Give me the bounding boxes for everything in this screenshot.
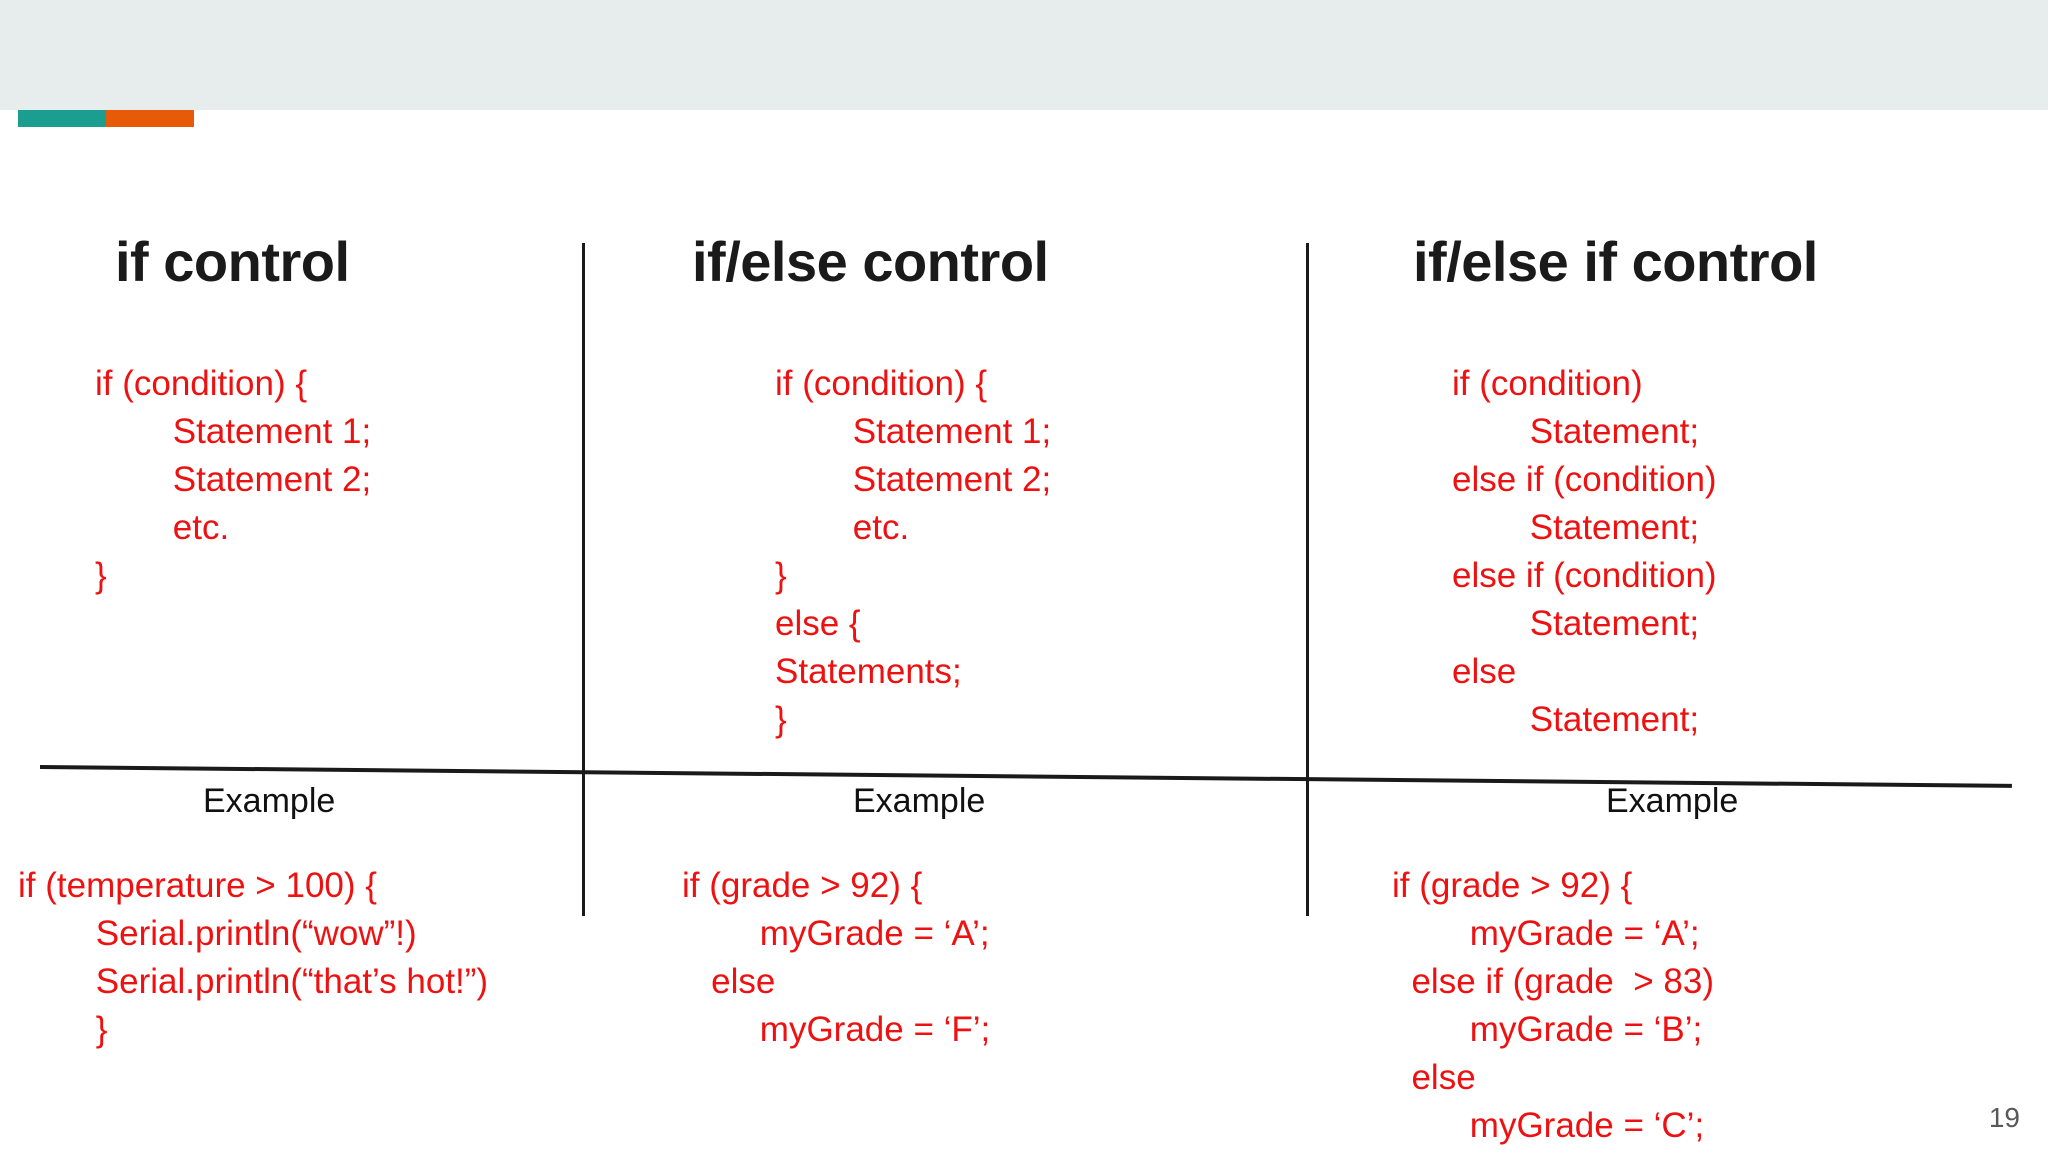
column-heading-if-else-if: if/else if control [1413,230,1818,293]
accent-bar [18,110,194,127]
column-divider-2 [1306,243,1309,916]
example-label-if-else: Example [853,782,986,820]
accent-bar-orange-segment [106,110,194,127]
syntax-block-if-else-if: if (condition) Statement; else if (condi… [1452,364,1717,739]
top-banner [0,0,2048,110]
example-block-if: if (temperature > 100) { Serial.println(… [18,866,489,1049]
example-block-if-else: if (grade > 92) { myGrade = ‘A’; else my… [682,866,991,1049]
example-block-if-else-if: if (grade > 92) { myGrade = ‘A’; else if… [1392,866,1714,1145]
syntax-block-if: if (condition) { Statement 1; Statement … [95,364,372,595]
column-heading-if-else: if/else control [692,230,1049,293]
column-heading-if: if control [115,230,350,293]
page-number: 19 [1988,1102,2020,1133]
syntax-block-if-else: if (condition) { Statement 1; Statement … [775,364,1052,739]
column-divider-1 [582,243,585,916]
example-label-if: Example [203,782,336,820]
accent-bar-teal-segment [18,110,106,127]
example-label-if-else-if: Example [1606,782,1739,820]
